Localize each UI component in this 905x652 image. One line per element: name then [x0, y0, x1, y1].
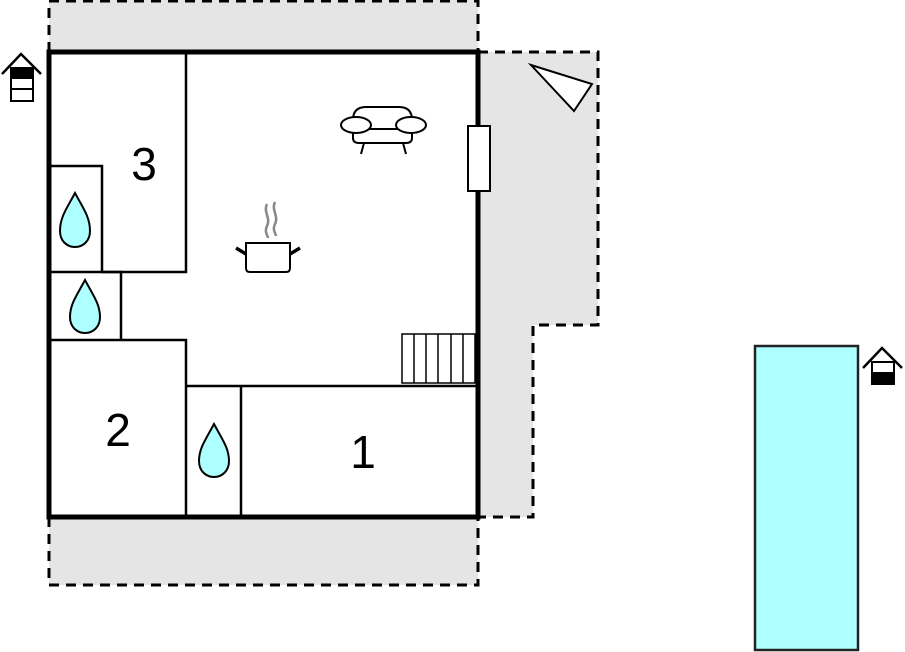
entrance-house-icon [1, 52, 42, 102]
shower-drop-icon [68, 277, 102, 335]
terrace-right [478, 50, 600, 519]
cooking-pot-icon [235, 201, 301, 273]
terrace-bottom [47, 517, 480, 587]
window-icon [467, 125, 491, 192]
interior-walls [49, 52, 478, 517]
terrace-view-triangle-icon [527, 62, 594, 113]
room-3-label: 3 [131, 138, 157, 190]
sofa-icon [340, 106, 427, 155]
shower-drop-icon [58, 190, 92, 249]
stairs-icon [401, 333, 476, 384]
room-2-label: 2 [105, 404, 131, 456]
room-1-label: 1 [350, 426, 376, 478]
pool-house-icon [862, 346, 903, 385]
terrace-top [47, 0, 480, 52]
pool [753, 344, 860, 652]
shower-drop-icon [197, 421, 231, 479]
